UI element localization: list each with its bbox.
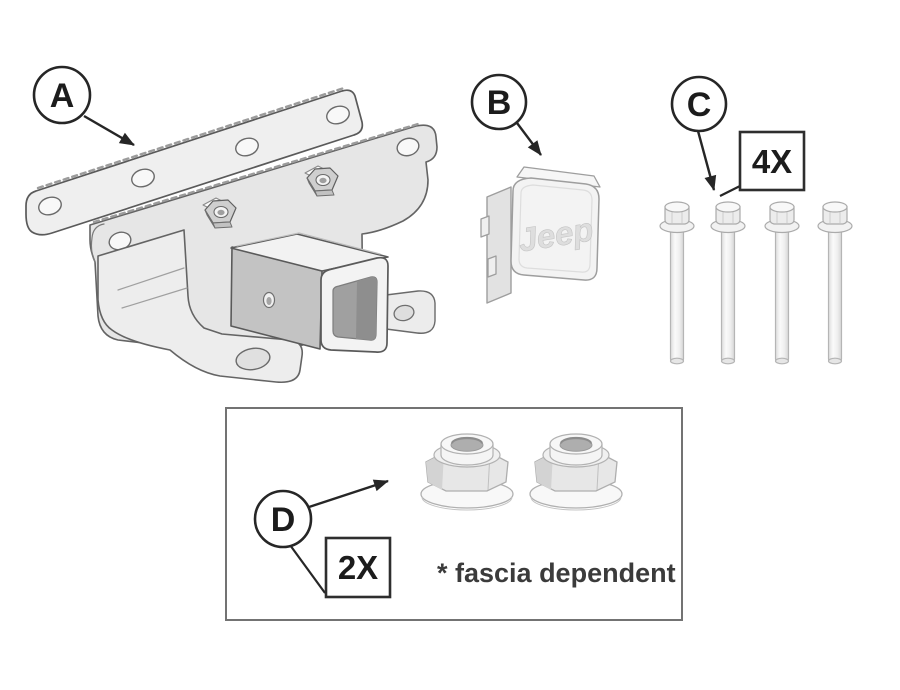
- cover-back-flange: [486, 186, 512, 304]
- hitch-rear-plate-serrated-edge: [92, 122, 420, 224]
- hitch-rear-plate-left-cap: [90, 223, 105, 263]
- cover-clip-bottom: [487, 255, 497, 278]
- hitch-front-bar-serrated-edge: [36, 86, 346, 190]
- callout-c-box-leader: [719, 185, 741, 197]
- hitch-receiver-tube: [230, 232, 389, 353]
- callout-a-label: A: [50, 77, 75, 115]
- hitch-left-bracket: [97, 229, 304, 384]
- cover-front-face: [510, 177, 600, 281]
- cover-clip-top: [480, 215, 490, 238]
- callout-a-arrow: [83, 114, 135, 147]
- bolt-2: [710, 201, 746, 365]
- bolt-3: [764, 201, 800, 365]
- hitch-left-bracket-crease-2: [121, 287, 188, 309]
- callout-c-circle: [670, 75, 728, 133]
- callout-a-circle: [32, 65, 92, 125]
- hitch-left-bracket-crease-1: [117, 267, 185, 291]
- part-a-hitch-assembly: [25, 86, 438, 384]
- hitch-hole-rear-right: [396, 137, 420, 157]
- qty-c-box: [738, 130, 806, 192]
- hitch-right-tab-hole: [393, 304, 415, 322]
- callout-c-arrow: [696, 130, 717, 191]
- callout-b-label: B: [487, 84, 512, 122]
- fascia-note-text: * fascia dependent: [437, 558, 676, 588]
- hitch-left-tab-slot: [235, 347, 271, 371]
- tube-top-chamfer: [236, 232, 381, 255]
- tube-top-face: [230, 233, 389, 272]
- qty-d-label: 2X: [338, 549, 378, 586]
- callout-d-box-leader: [289, 544, 326, 594]
- tube-pin-hole-inner: [266, 297, 272, 305]
- callout-d-label: D: [271, 501, 296, 539]
- qty-d-box: [324, 536, 392, 599]
- callout-b-circle: [470, 73, 528, 131]
- callout-b-arrow: [516, 122, 542, 156]
- callout-d-arrow: [308, 479, 389, 509]
- callout-d-circle: [253, 489, 313, 549]
- bolt-4: [817, 201, 853, 365]
- cover-face-inner-line: [518, 184, 593, 273]
- tube-opening-shadow: [356, 276, 377, 341]
- callout-c-label: C: [687, 86, 712, 124]
- part-b-receiver-cover: Jeep: [480, 166, 601, 304]
- qty-c-label: 4X: [752, 143, 792, 180]
- part-c-bolts: [659, 201, 853, 365]
- bolt-1: [659, 201, 695, 365]
- hitch-front-bar: [25, 89, 364, 236]
- callouts: A B C 4X D 2X: [32, 65, 806, 599]
- hitch-front-bar-holes: [38, 105, 350, 216]
